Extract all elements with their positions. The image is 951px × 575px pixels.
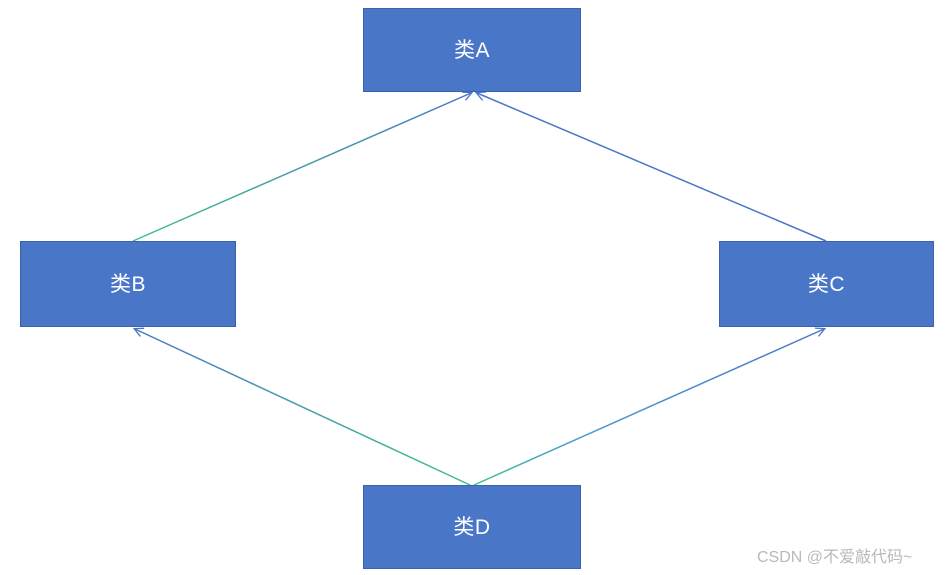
class-node-d[interactable]: 类D	[363, 485, 581, 569]
edge-c-to-a	[477, 93, 827, 242]
class-node-a-label: 类A	[453, 38, 490, 62]
edge-b-to-a	[132, 93, 471, 242]
watermark-text: CSDN @不爱敲代码~	[757, 549, 913, 566]
class-node-d-label: 类D	[453, 515, 491, 539]
class-node-b[interactable]: 类B	[20, 241, 236, 327]
class-node-b-label: 类B	[109, 272, 146, 296]
edge-d-to-b	[135, 329, 471, 486]
edge-d-to-c	[473, 329, 824, 486]
class-node-c[interactable]: 类C	[719, 241, 934, 327]
class-node-c-label: 类C	[807, 272, 846, 296]
class-node-a[interactable]: 类A	[363, 8, 581, 92]
